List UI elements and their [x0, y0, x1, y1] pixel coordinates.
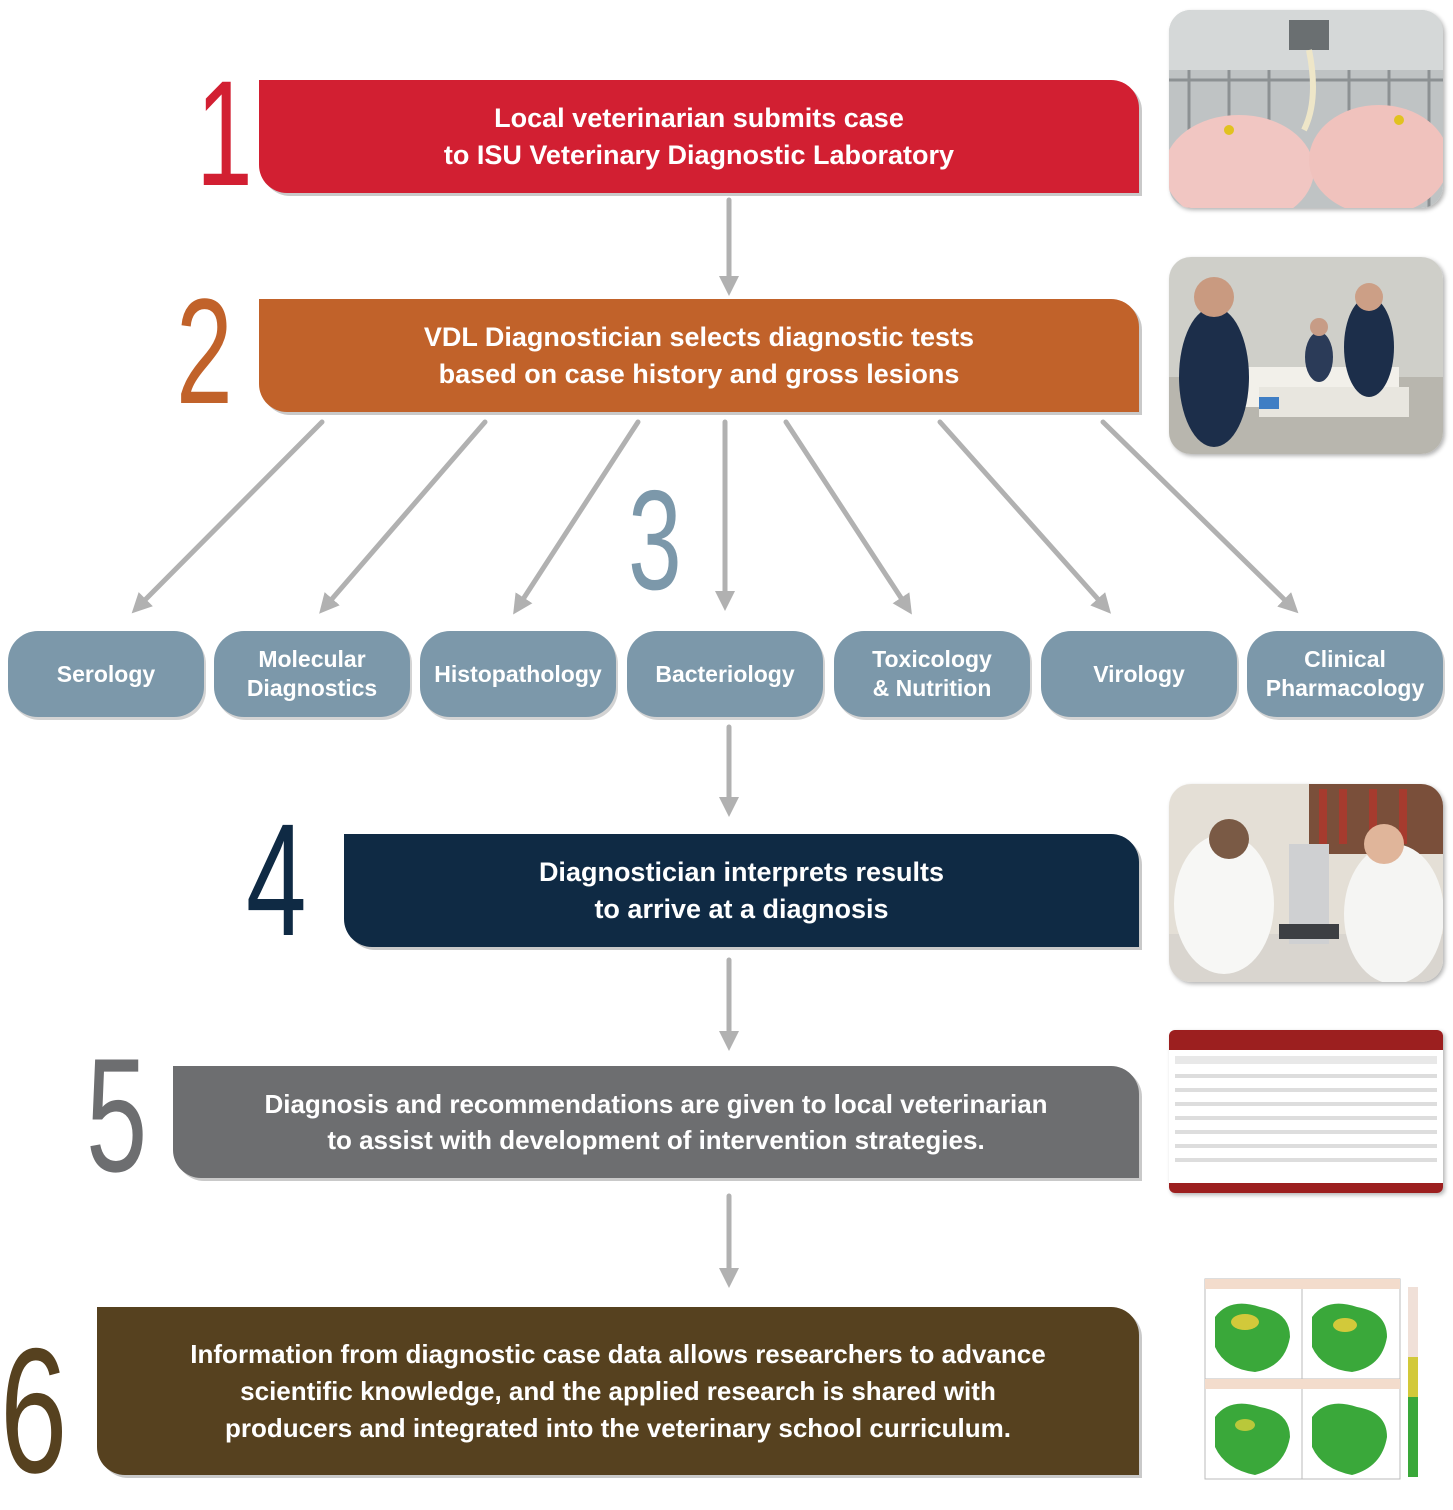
arrow-2-to-histopathology: [513, 419, 641, 615]
lab-histopathology-label: Histopathology: [434, 660, 602, 687]
lab-clinical-pharmacology: Clinical Pharmacology: [1247, 631, 1443, 717]
step-number-1: 1: [196, 49, 253, 217]
step-1-line-1: Local veterinarian submits case: [494, 102, 904, 133]
lab-pharmacology-line-2: Pharmacology: [1265, 675, 1425, 701]
step-4-line-2: to arrive at a diagnosis: [594, 893, 889, 924]
step-number-5: 5: [86, 1025, 148, 1206]
step-4-box: Diagnostician interprets results to arri…: [344, 834, 1139, 947]
step-1-box: Local veterinarian submits case to ISU V…: [259, 80, 1139, 193]
step-5-line-1: Diagnosis and recommendations are given …: [264, 1089, 1048, 1119]
pigs-photo: [1169, 10, 1443, 208]
lab-toxicology-line-1: Toxicology: [872, 646, 992, 672]
step-6-box: Information from diagnostic case data al…: [97, 1307, 1139, 1475]
arrow-2-to-toxicology: [783, 419, 912, 615]
arrow-2-to-serology: [131, 419, 325, 614]
lab-molecular-line-2: Diagnostics: [246, 675, 378, 701]
arrow-2-to-molecular: [319, 419, 488, 614]
lab-bacteriology-label: Bacteriology: [655, 660, 795, 687]
lab-molecular-diagnostics: Molecular Diagnostics: [214, 631, 410, 717]
report-screenshot: [1169, 1030, 1443, 1193]
step-6-line-3: producers and integrated into the veteri…: [225, 1412, 1011, 1443]
lab-histopathology: Histopathology: [420, 631, 616, 717]
step-6-line-1: Information from diagnostic case data al…: [190, 1338, 1046, 1369]
step-6-line-2: scientific knowledge, and the applied re…: [240, 1375, 996, 1406]
step-number-6: 6: [0, 1311, 68, 1510]
arrow-2-to-virology: [937, 419, 1111, 614]
step-2-line-1: VDL Diagnostician selects diagnostic tes…: [423, 321, 975, 352]
step-number-3: 3: [628, 461, 682, 620]
step-5-line-2: to assist with development of interventi…: [327, 1125, 985, 1155]
lab-serology-label: Serology: [56, 660, 156, 687]
lab-staff-photo: [1169, 257, 1443, 454]
lab-pharmacology-line-1: Clinical: [1304, 646, 1386, 672]
lab-virology-label: Virology: [1093, 660, 1185, 687]
step-2-box: VDL Diagnostician selects diagnostic tes…: [259, 299, 1139, 412]
lab-molecular-line-1: Molecular: [258, 646, 366, 672]
lab-bacteriology: Bacteriology: [627, 631, 823, 717]
step-2-line-2: based on case history and gross lesions: [438, 358, 960, 389]
step-1-line-2: to ISU Veterinary Diagnostic Laboratory: [443, 139, 955, 170]
lab-virology: Virology: [1041, 631, 1237, 717]
lab-toxicology-nutrition: Toxicology & Nutrition: [834, 631, 1030, 717]
heatmap-maps: [1200, 1277, 1440, 1482]
step-number-2: 2: [176, 267, 233, 435]
microscope-photo: [1169, 784, 1443, 982]
step-5-box: Diagnosis and recommendations are given …: [173, 1066, 1139, 1178]
lab-serology: Serology: [8, 631, 204, 717]
lab-toxicology-line-2: & Nutrition: [872, 675, 992, 701]
arrow-2-to-pharmacology: [1100, 419, 1299, 614]
step-number-4: 4: [246, 790, 307, 969]
step-4-line-1: Diagnostician interprets results: [538, 856, 945, 887]
